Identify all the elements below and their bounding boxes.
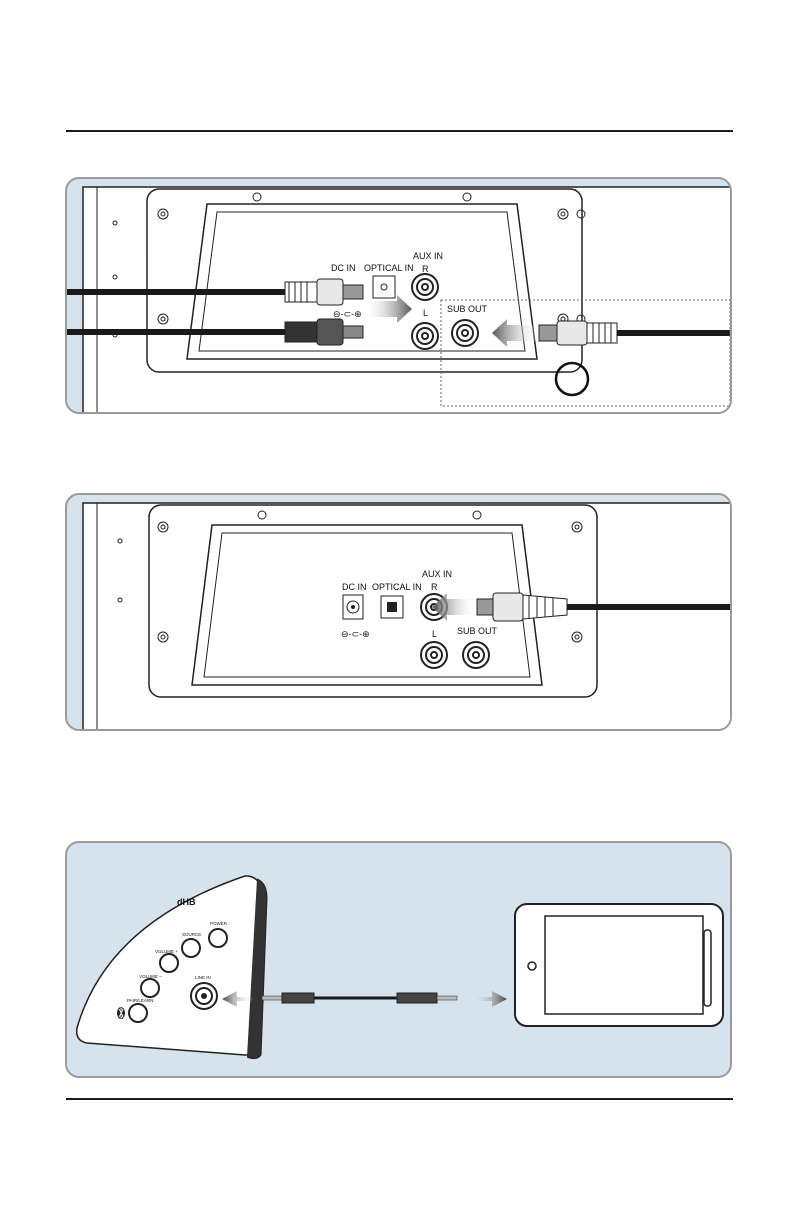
sub-rca-plug-icon [539,321,617,345]
logo: dHB [177,897,196,907]
diagram-line-in-connection: dHB POWER SOURCE VOLUME + VOLUME – PAIR/… [65,841,732,1078]
optical-in-label: OPTICAL IN [372,582,422,592]
dc-in-label: DC IN [331,263,356,273]
aux-r-label: R [422,264,429,274]
top-rule [66,130,733,132]
soundbar-control-panel: dHB POWER SOURCE VOLUME + VOLUME – PAIR/… [77,876,267,1059]
optical-port-icon [373,276,395,298]
sub-out-label: SUB OUT [457,626,498,636]
dc-in-port-icon [343,595,363,619]
aux-cable-3-5mm [262,993,457,1003]
aux-in-label: AUX IN [413,251,443,261]
aux-r-label: R [431,582,438,592]
svg-text:SOURCE: SOURCE [182,932,201,937]
aux-l-label: L [432,629,437,639]
optical-in-label: OPTICAL IN [364,263,414,273]
bottom-rule [66,1098,733,1100]
diagram-aux-in-connection: DC IN OPTICAL IN AUX IN R L SUB OUT ⊖-⊂-… [65,493,732,731]
source-button: SOURCE [182,932,201,957]
panel1-illustration: DC IN OPTICAL IN AUX IN R L SUB OUT ⊖-⊂-… [67,179,730,412]
svg-text:LINE IN: LINE IN [195,975,211,980]
smartphone-icon [515,904,723,1026]
dc-in-label: DC IN [342,582,367,592]
sub-out-label: SUB OUT [447,304,488,314]
power-button: POWER [209,921,228,947]
svg-text:VOLUME –: VOLUME – [139,974,162,979]
insert-arrow-icon [472,991,507,1007]
aux-in-label: AUX IN [422,569,452,579]
polarity-label: ⊖-⊂-⊕ [333,309,362,319]
diagram-aux-subout-connection: DC IN OPTICAL IN AUX IN R L SUB OUT ⊖-⊂-… [65,177,732,414]
svg-text:VOLUME +: VOLUME + [155,949,178,954]
optical-port-icon [381,596,403,618]
svg-text:PAIR/LEARN: PAIR/LEARN [127,998,153,1003]
polarity-label: ⊖-⊂-⊕ [341,629,370,639]
aux-l-label: L [423,308,428,318]
bluetooth-icon [117,1007,125,1019]
svg-text:POWER: POWER [210,921,228,926]
panel3-illustration: dHB POWER SOURCE VOLUME + VOLUME – PAIR/… [67,843,730,1076]
panel2-illustration: DC IN OPTICAL IN AUX IN R L SUB OUT ⊖-⊂-… [67,495,730,729]
